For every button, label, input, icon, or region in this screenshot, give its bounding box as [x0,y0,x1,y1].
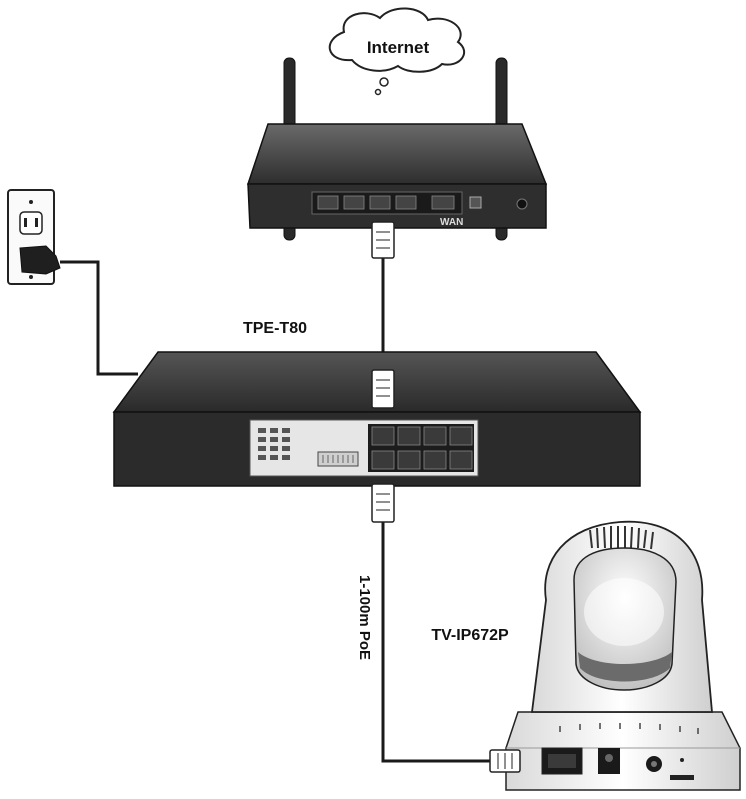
switch-model-label: TPE-T80 [243,320,307,337]
router-lan-port [395,195,417,210]
router-power-jack [516,198,528,210]
camera-model-label: TV-IP672P [431,627,509,644]
wan-label: WAN [440,217,463,228]
power-plug [19,245,61,275]
switch-port [423,426,447,446]
ip-camera: TV-IP672P [431,520,741,791]
wall-outlet [7,189,61,285]
router-wan-port [431,195,455,210]
switch-port [449,450,473,470]
switch-port [397,450,421,470]
camera-reset-slot [670,775,694,780]
poe-switch: TPE-T80 [112,320,642,487]
rj45-plug-camera [489,749,521,773]
router-lan-port [317,195,339,210]
router-lan-port [369,195,391,210]
internet-cloud: Internet [328,7,465,96]
switch-led-grid [258,428,290,460]
switch-port [423,450,447,470]
rj45-plug-switch-bottom [371,483,395,523]
switch-port [371,426,395,446]
cable-length-label: 1-100m PoE [356,575,373,660]
switch-port [449,426,473,446]
switch-port [397,426,421,446]
switch-port [371,450,395,470]
rj45-plug-switch-top [371,369,395,409]
router-reset-button [469,196,482,209]
poe-cable [381,520,497,763]
cables [60,258,497,763]
router: WAN [246,57,548,241]
router-lan-port [343,195,365,210]
internet-label: Internet [367,38,430,57]
power-cable [60,260,138,376]
rj45-plug-router [371,221,395,259]
